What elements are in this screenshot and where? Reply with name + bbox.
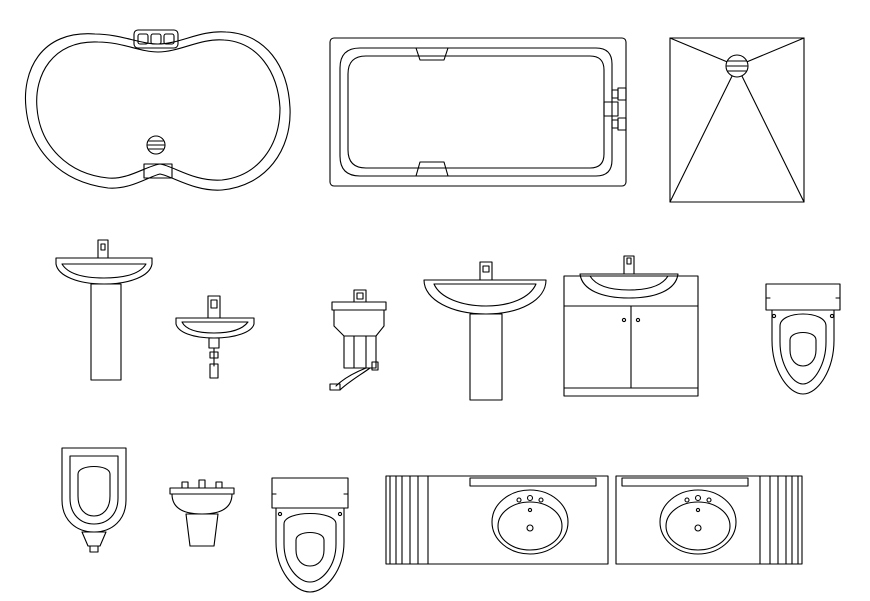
shower-tray	[669, 37, 805, 203]
bidet-front	[169, 479, 235, 547]
vanity-cabinet-basin	[563, 255, 699, 397]
oval-bathtub	[24, 29, 291, 191]
double-vanity-countertop	[385, 475, 803, 565]
urinal	[61, 447, 127, 553]
toilet-plan-bottom	[271, 477, 349, 593]
rectangular-bathtub	[329, 37, 627, 187]
pedestal-basin-small	[55, 239, 153, 381]
wall-bidet-side	[329, 289, 387, 391]
toilet-plan-right	[765, 283, 841, 395]
wall-hung-basin	[175, 295, 255, 379]
pedestal-basin-large	[423, 261, 547, 401]
